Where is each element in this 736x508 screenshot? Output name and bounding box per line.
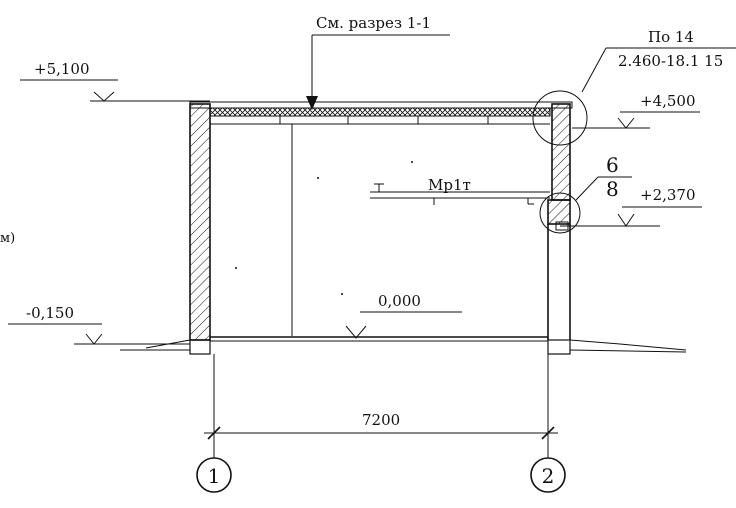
axis-lines <box>213 354 549 458</box>
node-callout-6-8: 6 8 <box>539 153 632 234</box>
node-reference-bottom-label: 2.460-18.1 15 <box>618 52 723 70</box>
axis-1-label: 1 <box>208 464 221 488</box>
elevation-mark-mid-right: +2,370 <box>560 186 702 227</box>
section-reference-label: См. разрез 1-1 <box>316 14 431 32</box>
elevation-mark-floor: 0,000 <box>345 292 462 339</box>
scan-specks <box>235 161 413 295</box>
elevation-mark-top-left: +5,100 <box>20 60 210 102</box>
axis-2-label: 2 <box>542 464 555 488</box>
elevation-left-ground-label: -0,150 <box>26 304 74 322</box>
left-wall <box>189 103 211 355</box>
node-number-bottom: 8 <box>606 177 619 201</box>
elevation-top-right-label: +4,500 <box>640 92 696 110</box>
roof-slab <box>189 101 573 125</box>
dimension-7200: 7200 <box>204 411 558 440</box>
dimension-label: 7200 <box>362 411 400 429</box>
section-reference: См. разрез 1-1 <box>306 14 450 110</box>
crane-beam: Мр1т <box>370 176 550 205</box>
node-number-top: 6 <box>606 153 619 177</box>
node-circle-bottom <box>539 192 581 234</box>
elevation-top-left-label: +5,100 <box>34 60 90 78</box>
axis-marker-1: 1 <box>196 457 232 493</box>
floor-slab <box>210 336 548 342</box>
left-edge-fragment: м) <box>0 231 15 246</box>
node-reference-callout: По 14 2.460-18.1 15 <box>532 28 736 146</box>
right-wall <box>547 103 571 355</box>
elevation-mark-left-ground: -0,150 <box>8 304 190 345</box>
ground-line <box>120 339 687 353</box>
crane-beam-label: Мр1т <box>428 176 471 194</box>
elevation-mark-top-right: +4,500 <box>572 92 700 129</box>
elevation-mid-right-label: +2,370 <box>640 186 696 204</box>
elevation-floor-label: 0,000 <box>378 292 421 310</box>
node-reference-top-label: По 14 <box>648 28 694 46</box>
axis-marker-2: 2 <box>530 457 566 493</box>
